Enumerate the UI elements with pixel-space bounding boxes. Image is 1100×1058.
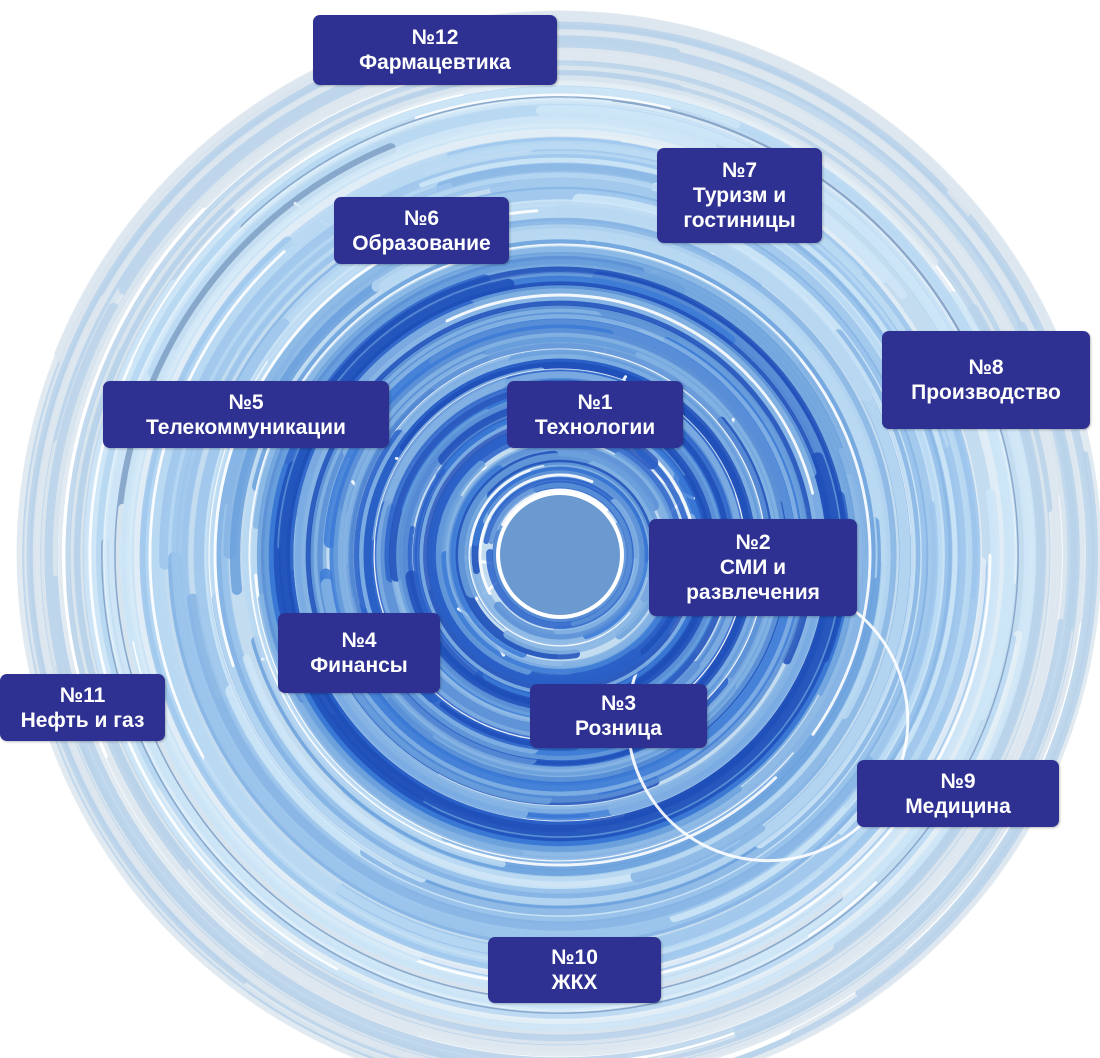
item-1-technology: №1 Технологии	[507, 381, 683, 448]
item-12-pharma: №12 Фармацевтика	[313, 15, 557, 85]
spiral-arc	[247, 451, 1098, 1058]
item-3-retail: №3 Розница	[530, 684, 707, 748]
spiral-arc	[120, 115, 1000, 995]
item-number: №2	[735, 531, 771, 554]
spiral-arc	[472, 466, 649, 640]
spiral-arc	[96, 137, 1017, 1019]
spiral-arc	[118, 38, 1077, 1039]
item-label: Образование	[352, 231, 491, 255]
item-label: гостиницы	[683, 209, 796, 232]
item-label: развлечения	[686, 581, 820, 604]
spiral-arc	[88, 93, 464, 971]
item-label: Розница	[575, 717, 662, 740]
spiral-arc	[450, 465, 528, 658]
item-number: №3	[600, 692, 637, 715]
item-5-telecom: №5 Телекоммуникации	[103, 381, 389, 448]
item-number: №11	[59, 683, 106, 707]
spiral-arc	[492, 493, 628, 623]
item-9-medicine: №9 Медицина	[857, 760, 1059, 827]
item-11-oil-gas: №11 Нефть и газ	[0, 674, 165, 741]
item-label: ЖКХ	[551, 971, 598, 994]
item-number: №10	[551, 946, 598, 969]
spiral-arc	[248, 243, 872, 867]
item-number: №4	[341, 629, 377, 652]
spiral-arc	[221, 502, 741, 894]
spiral-arc	[488, 482, 633, 627]
item-4-finance: №4 Финансы	[278, 613, 440, 693]
item-label: СМИ и	[719, 556, 787, 579]
spiral-arc	[414, 93, 671, 120]
item-6-education: №6 Образование	[334, 197, 509, 264]
item-label: Нефть и газ	[20, 708, 145, 732]
item-10-utilities: №10 ЖКХ	[488, 937, 661, 1003]
item-number: №6	[403, 206, 440, 230]
spiral-arc	[445, 293, 815, 495]
item-number: №8	[968, 356, 1004, 379]
spiral-center	[496, 491, 624, 619]
spiral-arc	[553, 498, 640, 635]
spiral-arc	[501, 488, 609, 527]
spiral-arc	[428, 423, 642, 687]
spiral-arc	[435, 460, 532, 675]
item-2-media: №2 СМИ и развлечения	[649, 519, 857, 616]
item-label: Производство	[911, 381, 1061, 404]
item-label: Фармацевтика	[359, 51, 511, 74]
spiral-arc	[139, 236, 981, 976]
item-label: Медицина	[905, 794, 1011, 818]
item-number: №1	[577, 390, 613, 414]
item-label: Технологии	[534, 415, 656, 439]
item-8-manufacturing: №8 Производство	[882, 331, 1090, 429]
spiral-arc	[44, 302, 517, 1058]
item-7-tourism: №7 Туризм и гостиницы	[657, 148, 822, 243]
spiral-arc	[34, 29, 1086, 1058]
item-number: №7	[721, 159, 758, 182]
spiral-arc	[52, 47, 800, 577]
item-label: Финансы	[310, 654, 408, 677]
item-label: Туризм и	[692, 184, 787, 207]
item-number: №12	[411, 26, 459, 49]
spiral-arc	[478, 473, 594, 595]
item-number: №9	[940, 769, 976, 793]
spiral-arc	[216, 420, 735, 899]
item-label: Телекоммуникации	[146, 415, 346, 439]
item-number: №5	[228, 390, 264, 414]
spiral-arc	[447, 137, 978, 600]
